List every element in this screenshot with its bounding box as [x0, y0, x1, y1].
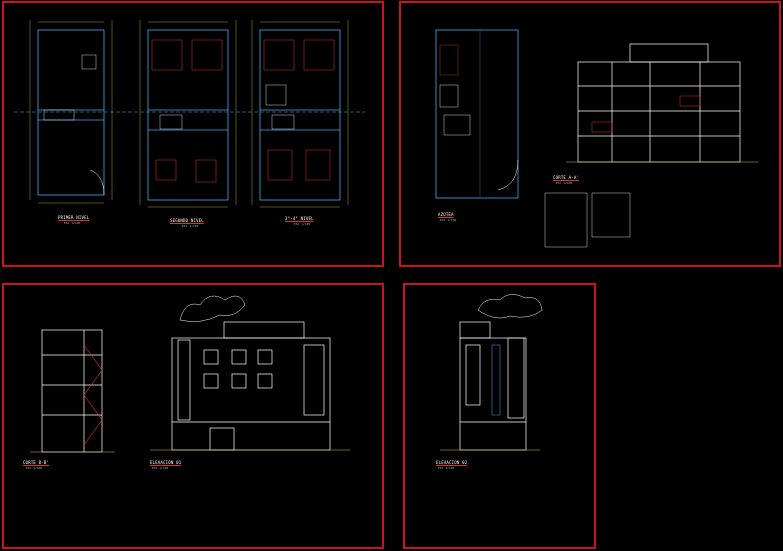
plan-first-floor: [29, 20, 113, 204]
plan-third-fourth-floor: [251, 20, 349, 208]
sheet-roof-section: [399, 1, 781, 267]
label-first-floor: PRIMER NIVEL: [58, 215, 90, 220]
scale-label: ESC 1/100: [294, 222, 311, 226]
label-roof: AZOTEA: [438, 212, 454, 217]
elevation-02: [440, 294, 543, 451]
label-elevation-01: ELEVACION 01: [150, 460, 182, 465]
section-bb: [30, 329, 115, 453]
sheet-floor-plans: [2, 1, 384, 267]
elevation-01: [150, 295, 350, 451]
sheet-section-elevation: [2, 283, 384, 549]
label-section-bb: CORTE B-B': [23, 460, 50, 465]
scale-label: ESC 1/100: [26, 466, 43, 470]
scale-label: ESC 1/100: [182, 224, 199, 228]
label-elevation-02: ELEVACION 02: [436, 460, 468, 465]
scale-label: ESC 1/100: [556, 181, 573, 185]
scale-label: ESC 1/100: [438, 466, 455, 470]
plan-roof: [435, 29, 519, 199]
sheet-elevation-02: [403, 283, 596, 549]
scale-label: ESC 1/100: [64, 221, 81, 225]
label-second-floor: SEGUNDO NIVEL: [170, 218, 204, 223]
scale-label: ESC 1/100: [440, 218, 457, 222]
label-third-fourth-floor: 3°-4° NIVEL: [285, 216, 314, 221]
scale-label: ESC 1/100: [152, 466, 169, 470]
section-aa: [566, 43, 758, 163]
label-section-aa: CORTE A-A': [553, 175, 580, 180]
plan-second-floor: [139, 20, 237, 208]
schedule-tables: [544, 192, 631, 248]
